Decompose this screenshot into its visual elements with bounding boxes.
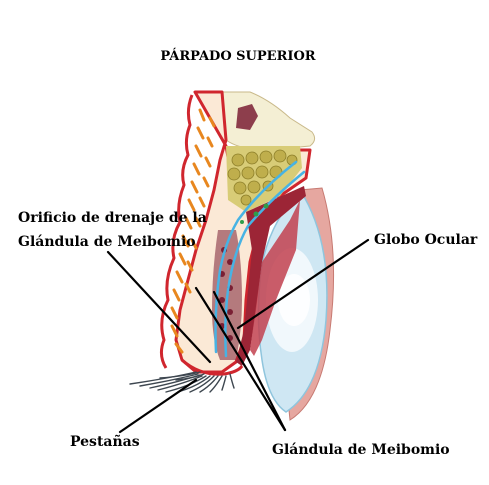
leader-globo: [236, 238, 370, 330]
leader-orificio: [106, 250, 212, 364]
label-globo-ocular: Globo Ocular: [374, 232, 478, 248]
lid-margin: [181, 358, 244, 376]
accessory-glands: [240, 203, 269, 224]
label-pestanas: Pestañas: [70, 433, 140, 450]
leader-lines: [106, 238, 370, 434]
orbicularis-muscle-inner: [184, 116, 216, 294]
leader-glandula-1: [194, 286, 287, 432]
label-glandula-meibomio: Glándula de Meibomio: [272, 442, 450, 458]
skin-border: [159, 94, 194, 369]
diagram-title: PÁRPADO SUPERIOR: [160, 48, 315, 64]
levator-muscle: [236, 186, 306, 366]
leader-pestanas: [118, 378, 198, 434]
drainage-ducts: [214, 160, 306, 358]
label-orificio-line1: Orificio de drenaje de la: [18, 210, 207, 226]
label-orificio-line2: Glándula de Meibomio: [18, 234, 196, 250]
eyelashes: [129, 371, 235, 393]
tarsal-conjunctiva: [250, 200, 300, 356]
bone-marrow-spot: [236, 104, 258, 130]
leader-glandula-2: [212, 290, 287, 432]
orbital-fat: [226, 146, 302, 212]
orbital-bone: [221, 91, 316, 151]
orbicularis-muscle: [170, 108, 206, 354]
